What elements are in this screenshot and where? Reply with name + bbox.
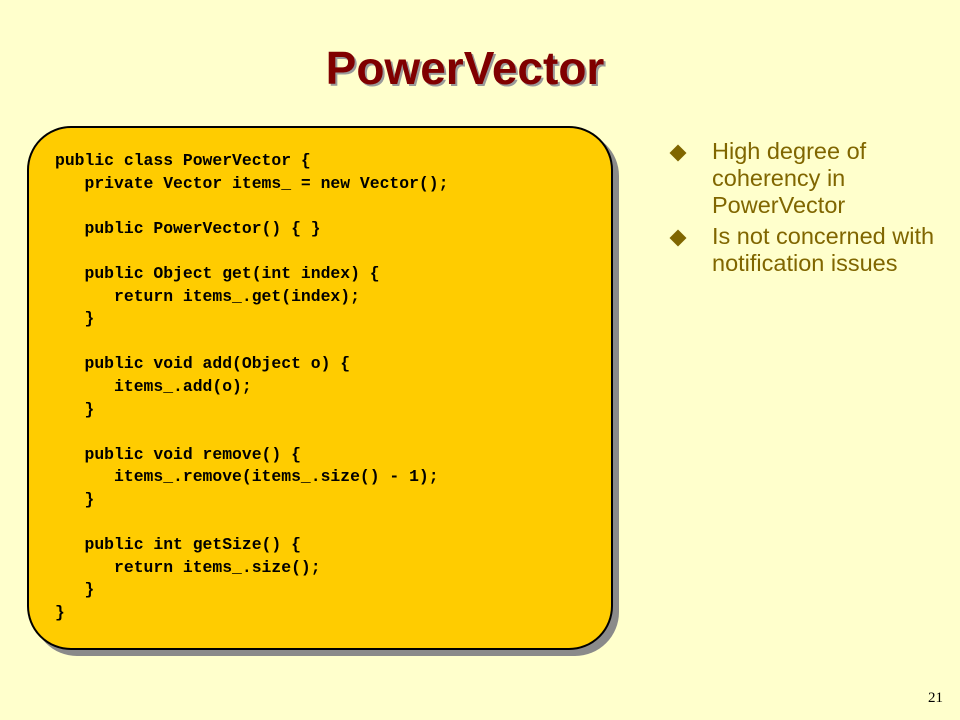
code-line <box>55 195 448 218</box>
slide-title: PowerVector <box>325 42 605 94</box>
bullet-item: High degree of coherency in PowerVector <box>668 138 938 219</box>
diamond-bullet-icon <box>669 144 687 162</box>
page-number: 21 <box>928 690 943 706</box>
bullet-list: High degree of coherency in PowerVector … <box>668 138 938 281</box>
code-line: public void remove() { <box>55 444 301 464</box>
code-line: public class PowerVector { <box>55 151 311 170</box>
code-line: return items_.get(index); <box>55 286 360 306</box>
code-line: } <box>55 399 95 419</box>
code-line <box>55 421 448 444</box>
code-line: } <box>55 309 95 329</box>
code-line: } <box>55 602 65 622</box>
diamond-bullet-icon <box>669 229 687 247</box>
code-line <box>55 331 448 354</box>
bullet-text: High degree of coherency in PowerVector <box>712 138 867 218</box>
code-line: public void add(Object o) { <box>55 354 351 374</box>
code-line <box>55 512 448 535</box>
code-box <box>27 126 613 650</box>
code-line: public int getSize() { <box>55 535 301 555</box>
code-line: return items_.size(); <box>55 557 321 577</box>
code-line <box>55 240 448 263</box>
code-line: public Object get(int index) { <box>55 263 380 283</box>
code-line: } <box>55 580 95 600</box>
code-line: private Vector items_ = new Vector(); <box>55 173 449 193</box>
code-line: items_.add(o); <box>55 376 252 396</box>
code-line: } <box>55 489 95 509</box>
bullet-item: Is not concerned with notification issue… <box>668 223 938 277</box>
code-line: items_.remove(items_.size() - 1); <box>55 467 439 487</box>
code-block: public class PowerVector { private Vecto… <box>55 150 448 624</box>
bullet-text: Is not concerned with notification issue… <box>712 223 935 276</box>
code-line: public PowerVector() { } <box>55 218 321 238</box>
